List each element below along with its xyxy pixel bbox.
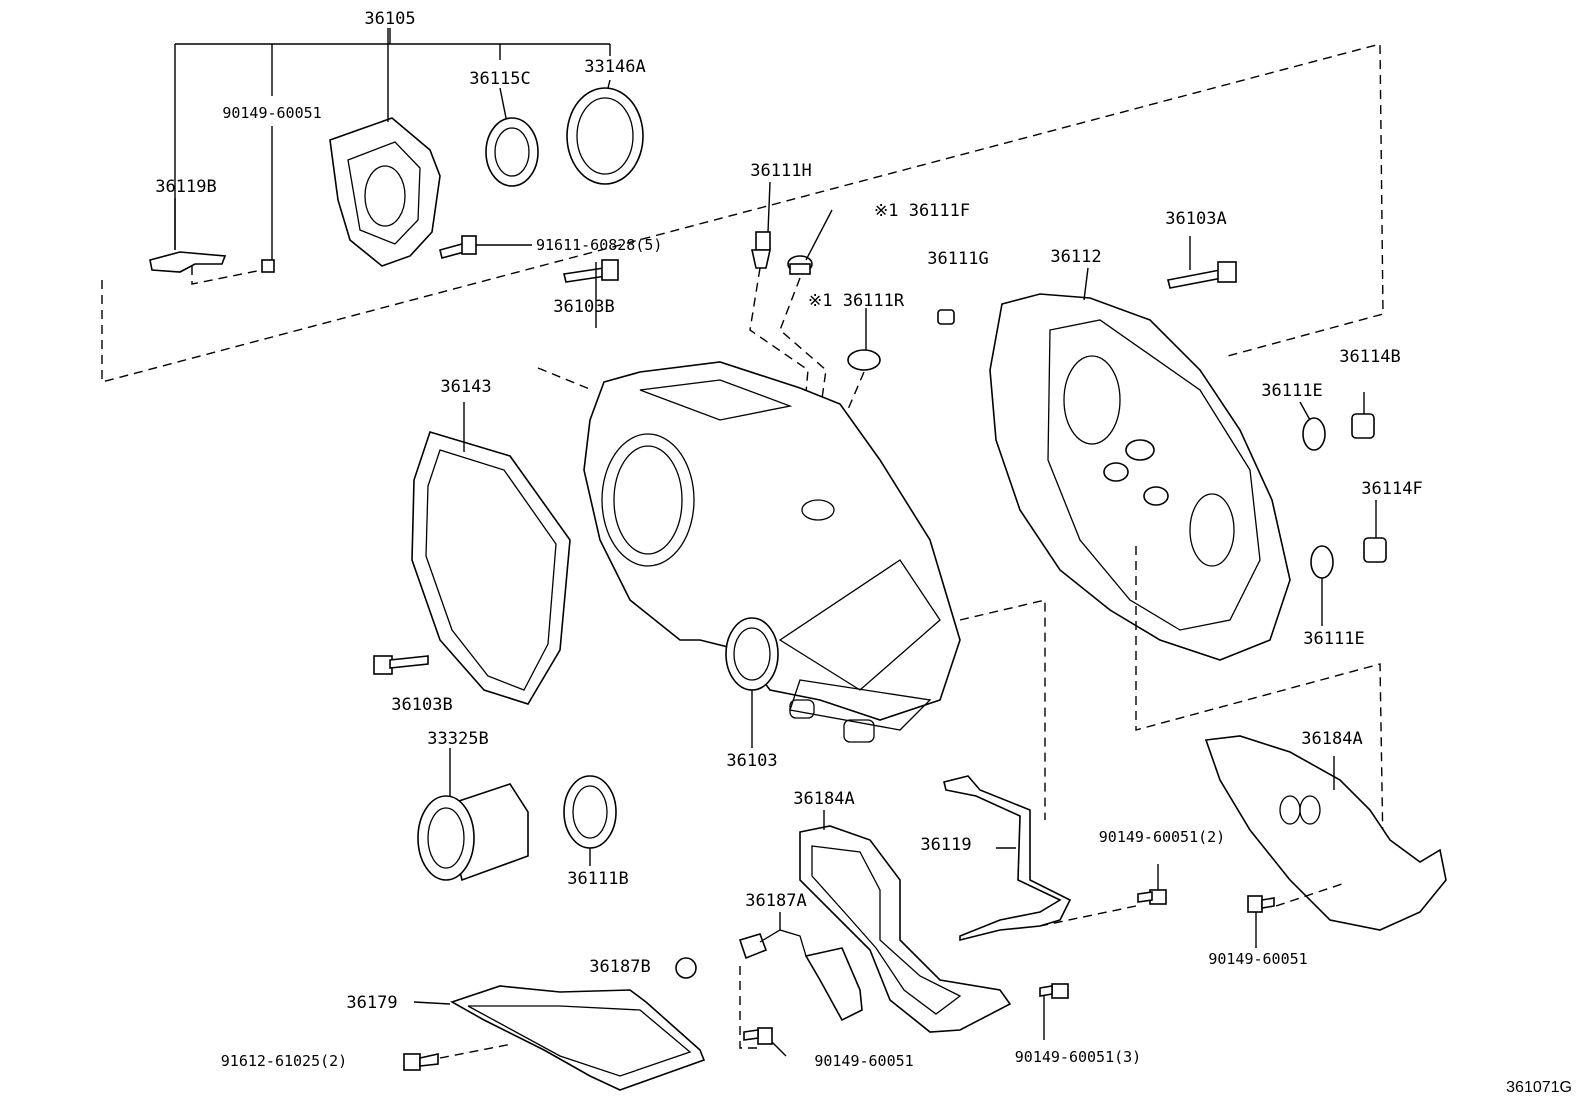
label-36111B: 36111B — [567, 869, 628, 889]
label-36184A-middle: 36184A — [793, 789, 854, 809]
label-36112: 36112 — [1050, 247, 1101, 267]
label-90149-2: 90149-60051(2) — [1099, 828, 1225, 846]
label-36111E-upper: 36111E — [1261, 381, 1322, 401]
label-36187B: 36187B — [589, 957, 650, 977]
label-36115C: 36115C — [469, 69, 530, 89]
label-36103A: 36103A — [1165, 209, 1226, 229]
label-36111F: ※1 36111F — [874, 201, 970, 221]
bolt-36103B-lower — [373, 655, 429, 675]
extension-housing-36105 — [329, 28, 441, 267]
bolt-36103B-upper — [537, 259, 619, 391]
label-36184A-right: 36184A — [1301, 729, 1362, 749]
sensor-36187A — [738, 912, 863, 1022]
label-36105: 36105 — [364, 9, 415, 29]
label-36114B: 36114B — [1339, 347, 1400, 367]
label-90149-right: 90149-60051 — [1208, 950, 1307, 968]
sleeve-33325B — [417, 748, 529, 882]
dashed-frame-upper — [101, 43, 1384, 383]
bracket-36119 — [943, 775, 1072, 942]
part-labels: 36105 90149-60051 36115C 33146A 36119B 9… — [155, 9, 1572, 1096]
label-36143: 36143 — [440, 377, 491, 397]
label-36111R: ※1 36111R — [808, 291, 905, 311]
bolt-90149-2 — [1039, 864, 1167, 927]
label-36103B-lower: 36103B — [391, 695, 452, 715]
label-36114F: 36114F — [1361, 479, 1422, 499]
bolt-91611 — [439, 235, 532, 259]
label-33325B: 33325B — [427, 729, 488, 749]
label-90149-3: 90149-60051(3) — [1015, 1048, 1141, 1066]
oil-seal-36115C — [485, 87, 539, 187]
gasket-36143 — [411, 402, 571, 705]
cover-36184A-right — [1204, 735, 1447, 931]
plug-36114B — [1351, 392, 1375, 439]
cover-36184A-middle — [799, 810, 1012, 1033]
label-91612: 91612-61025(2) — [221, 1052, 347, 1070]
label-33146A: 33146A — [584, 57, 645, 77]
seal-36111B — [563, 775, 617, 866]
label-36179: 36179 — [346, 993, 397, 1013]
label-36103B-upper: 36103B — [553, 297, 614, 317]
bolt-36103A — [1167, 236, 1237, 289]
label-36111H: 36111H — [750, 161, 811, 181]
label-90149-top: 90149-60051 — [222, 104, 321, 122]
seal-36111E-upper — [1299, 401, 1326, 451]
plug-36114F — [1363, 500, 1387, 563]
cover-36179 — [413, 985, 706, 1091]
bolt-90149-bottom — [739, 966, 787, 1057]
bolt-90149-3 — [1039, 983, 1069, 1040]
label-36119B: 36119B — [155, 177, 216, 197]
bolt-91612 — [403, 1043, 513, 1071]
seal-36111E-lower — [1310, 545, 1334, 626]
label-91611: 91611-60828(5) — [536, 236, 662, 254]
transfer-case-36103 — [583, 361, 1046, 820]
label-36111G: 36111G — [927, 249, 988, 269]
group-bracket-36105 — [174, 28, 611, 250]
bolt-90149-right — [1247, 883, 1343, 948]
plug-36111H — [749, 181, 809, 461]
diagram-reference-code: 361071G — [1506, 1079, 1572, 1096]
rear-case-36112 — [989, 267, 1384, 851]
pin-36111G — [937, 309, 955, 325]
plate-36119B — [149, 198, 263, 285]
ring-33146A — [566, 79, 644, 185]
label-36103: 36103 — [726, 751, 777, 771]
label-36111E-lower: 36111E — [1303, 629, 1364, 649]
label-36119: 36119 — [920, 835, 971, 855]
o-ring-36187B — [675, 957, 697, 979]
label-90149-bottom: 90149-60051 — [814, 1052, 913, 1070]
bolt-90149-top — [261, 126, 275, 273]
label-36187A: 36187A — [745, 891, 806, 911]
